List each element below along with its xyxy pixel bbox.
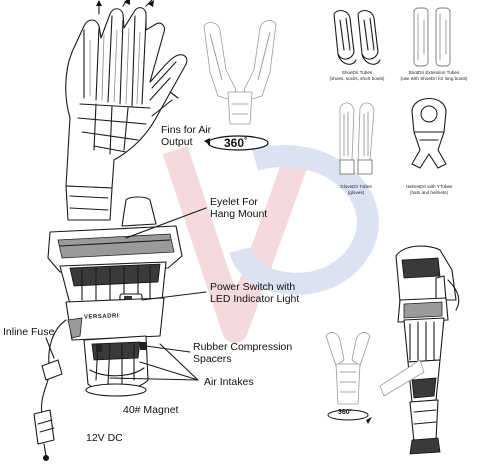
caption-glove-sub: (gloves) xyxy=(347,190,365,195)
mounted-dryer xyxy=(379,245,460,455)
y-tube-splitter-bottom xyxy=(325,332,371,405)
label-rubber-line2: Spacers xyxy=(193,353,232,365)
label-rubber-line1: Rubber Compression xyxy=(193,341,293,353)
caption-shoe-title: ShoeDri Tubes xyxy=(341,70,373,75)
brand-logo-text: VERSADRI xyxy=(83,313,120,321)
label-eyelet-line2: Hang Mount xyxy=(210,208,268,220)
helmet-y-tubes xyxy=(411,98,447,169)
main-dryer xyxy=(33,0,188,461)
boot-extension-tubes xyxy=(413,7,451,67)
caption-shoe-sub: (shoes, socks, short boots) xyxy=(329,76,385,81)
caption-boot-title: BootDri Extension Tubes xyxy=(408,70,460,75)
shoe-tubes xyxy=(333,9,381,65)
label-power-line2: LED Indicator Light xyxy=(210,293,300,305)
leader-lines xyxy=(45,91,207,381)
y-tube-splitter-top xyxy=(203,20,277,125)
caption-helmet-sub: (hats and helmets) xyxy=(409,190,449,195)
caption-boot-sub: (use with ShoeDri for long boots) xyxy=(400,76,468,81)
label-fins-line2: Output xyxy=(161,136,193,148)
label-magnet: 40# Magnet xyxy=(123,404,179,416)
caption-glove-title: GloveDri Tubes xyxy=(340,184,372,189)
label-inline-fuse: Inline Fuse xyxy=(3,326,55,338)
label-air-intakes: Air Intakes xyxy=(204,376,254,388)
rotation-label-bottom: 360° xyxy=(338,409,352,416)
label-fins-line1: Fins for Air xyxy=(161,124,212,136)
rotation-arrow-bottom xyxy=(327,409,372,424)
label-power-line1: Power Switch with xyxy=(210,281,296,293)
label-12v-dc: 12V DC xyxy=(86,432,123,444)
watermark-logo xyxy=(162,145,379,343)
rotation-arrow-top xyxy=(204,135,269,151)
label-eyelet-line1: Eyelet For xyxy=(210,196,258,208)
rotation-label-top: 360° xyxy=(224,136,248,150)
glove-tubes xyxy=(339,102,375,175)
caption-helmet-title: HelmetDri with YTubes xyxy=(405,184,453,189)
